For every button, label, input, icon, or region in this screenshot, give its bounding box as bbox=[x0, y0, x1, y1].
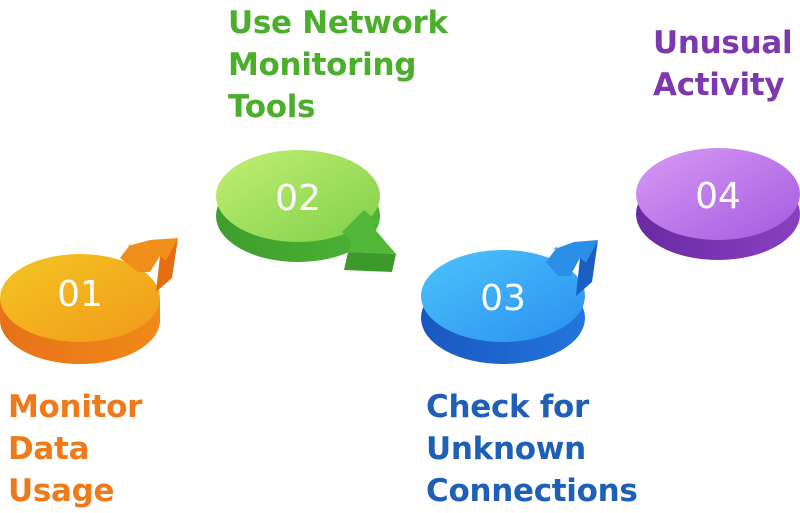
step-04-label-line: Activity bbox=[653, 67, 785, 103]
step-03-arrow-icon bbox=[546, 240, 598, 276]
step-04-label: Unusual Activity bbox=[653, 22, 793, 106]
step-02-label: Use Network Monitoring Tools bbox=[228, 2, 448, 128]
step-01-label-line: Monitor bbox=[8, 389, 143, 425]
step-01-label: Monitor Data Usage bbox=[8, 386, 142, 512]
step-03-label-line: Unknown bbox=[426, 431, 586, 467]
step-03-disc: 03 bbox=[421, 240, 598, 364]
step-04-disc: 04 bbox=[636, 148, 800, 260]
step-02-label-line: Tools bbox=[228, 89, 316, 125]
step-04-number: 04 bbox=[695, 176, 741, 217]
step-04-label-line: Unusual bbox=[653, 25, 793, 61]
step-03-label: Check for Unknown Connections bbox=[426, 386, 638, 512]
step-02-label-line: Monitoring bbox=[228, 47, 417, 83]
step-01-arrow-icon bbox=[120, 238, 178, 272]
step-02-number: 02 bbox=[275, 178, 321, 219]
step-01-number: 01 bbox=[57, 274, 103, 315]
step-03-label-line: Check for bbox=[426, 389, 590, 425]
step-01-label-line: Data bbox=[8, 431, 90, 467]
step-01-label-line: Usage bbox=[8, 473, 115, 509]
step-02-arrow-icon bbox=[342, 210, 396, 254]
step-01-disc: 01 bbox=[0, 238, 178, 364]
step-02-label-line: Use Network bbox=[228, 5, 448, 41]
step-03-number: 03 bbox=[480, 278, 526, 319]
step-03-label-line: Connections bbox=[426, 473, 638, 509]
step-02-disc: 02 bbox=[216, 150, 396, 272]
